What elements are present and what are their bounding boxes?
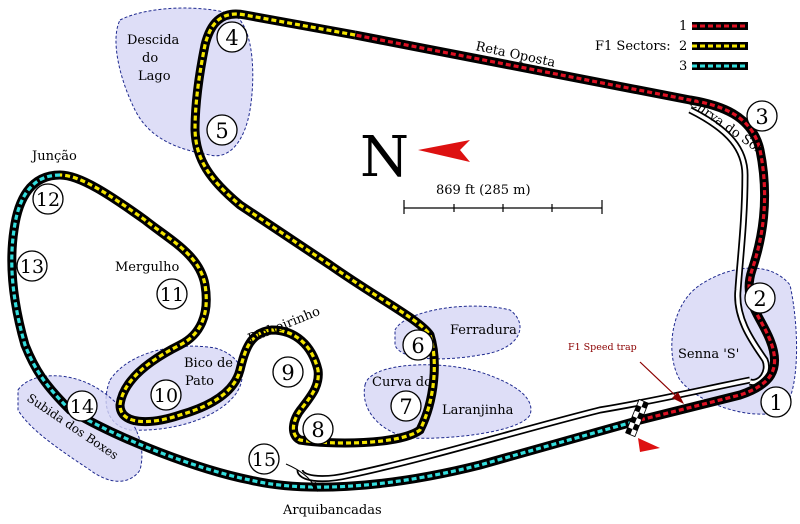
svg-text:4: 4 [225,26,238,50]
zone-subida-dos-boxes [17,375,143,482]
legend-number-3: 3 [679,59,687,74]
turn-marker-12: 12 [32,183,64,215]
turn-15-pointer-icon [285,463,318,492]
svg-text:13: 13 [20,256,44,278]
north-arrow-icon [418,140,470,162]
legend-number-1: 1 [679,19,687,34]
svg-text:3: 3 [755,105,768,129]
scale-bar [403,200,603,214]
svg-text:7: 7 [399,395,412,419]
label-curva-do: Curva do [372,375,432,390]
svg-text:6: 6 [411,334,424,358]
label-bico-1: Bico de [184,356,233,371]
turn-marker-9: 9 [272,356,304,388]
label-bico-2: Pato [185,374,214,389]
legend-prefix: F1 Sectors: [595,39,671,54]
svg-text:5: 5 [215,119,228,143]
legend: F1 Sectors: 1 2 3 [595,19,748,74]
turn-marker-3: 3 [746,100,778,132]
north-label: N [360,125,409,190]
turn-marker-1: 1 [760,386,792,418]
turn-marker-11: 11 [156,278,188,310]
label-descida-3: Lago [138,69,171,84]
turn-marker-10: 10 [150,379,182,411]
turn-marker-7: 7 [390,390,422,422]
label-mergulho: Mergulho [115,260,179,275]
label-laranjinha: Laranjinha [442,403,514,418]
label-descida-1: Descida [127,33,180,48]
turn-marker-5: 5 [206,114,238,146]
svg-text:15: 15 [252,449,276,471]
direction-arrow-icon [638,438,660,452]
svg-text:14: 14 [70,396,94,418]
turn-marker-8: 8 [302,413,334,445]
svg-text:11: 11 [160,284,184,306]
label-ferradura: Ferradura [450,323,517,338]
speed-trap-label: F1 Speed trap [568,342,637,353]
turn-marker-2: 2 [744,282,776,314]
scale-label: 869 ft (285 m) [436,183,531,198]
turn-marker-14: 14 [66,390,98,422]
label-senna-s: Senna 'S' [678,347,739,362]
label-arquibancadas: Arquibancadas [282,503,382,518]
speed-trap-arrow-icon [639,361,684,404]
label-descida-2: do [142,51,158,66]
label-pinheirinho: Pinheirinho [246,304,323,347]
turn-marker-13: 13 [16,250,48,282]
turn-marker-6: 6 [402,329,434,361]
svg-text:8: 8 [311,418,324,442]
turn-marker-15: 15 [248,443,280,475]
svg-text:10: 10 [154,385,178,407]
label-juncao: Junção [30,149,77,164]
start-finish-flag [625,398,649,438]
turn-marker-4: 4 [216,21,248,53]
svg-text:2: 2 [753,287,766,311]
svg-text:9: 9 [281,361,294,385]
svg-text:12: 12 [36,189,60,211]
legend-number-2: 2 [679,39,687,54]
svg-text:1: 1 [769,391,782,415]
